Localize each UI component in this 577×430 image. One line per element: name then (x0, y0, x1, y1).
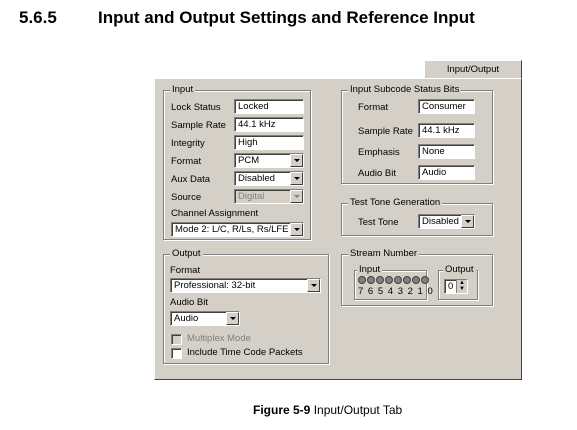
emphasis-field: None (418, 144, 475, 159)
lock-status-field: Locked (234, 99, 304, 114)
chevron-down-icon[interactable] (307, 279, 320, 292)
multiplex-mode-checkbox (171, 334, 182, 345)
channel-assignment-label: Channel Assignment (171, 208, 259, 219)
output-group-legend: Output (170, 248, 203, 259)
input-format-value: PCM (238, 155, 260, 166)
channel-assignment-value: Mode 2: L/C, R/Ls, Rs/LFE (175, 224, 289, 235)
stream-output-legend: Output (443, 264, 476, 275)
stream-output-group: Output 0 ▲▼ (438, 264, 478, 300)
output-format-value: Professional: 32-bit (174, 280, 256, 291)
stream-output-spinner[interactable]: 0 ▲▼ (444, 279, 468, 294)
stream-number-group: Stream Number Input 7 6 5 4 3 2 1 0 Outp… (341, 248, 493, 306)
output-group: Output Format Professional: 32-bit Audio… (163, 248, 329, 364)
output-format-select[interactable]: Professional: 32-bit (170, 278, 321, 293)
input-format-label: Format (171, 156, 202, 167)
aux-data-value: Disabled (238, 173, 275, 184)
tab-input-output[interactable]: Input/Output (424, 60, 522, 80)
time-code-checkbox[interactable] (171, 348, 182, 359)
led-indicator (385, 276, 393, 284)
section-number: 5.6.5 (19, 8, 57, 27)
subcode-group-legend: Input Subcode Status Bits (348, 84, 462, 95)
sample-rate-field: 44.1 kHz (234, 117, 304, 132)
source-label: Source (171, 192, 202, 203)
subcode-format-label: Format (358, 102, 389, 113)
input-format-select[interactable]: PCM (234, 153, 304, 168)
stream-number-legend: Stream Number (348, 248, 420, 259)
emphasis-label: Emphasis (358, 147, 400, 158)
led-indicator (403, 276, 411, 284)
figure-text: Input/Output Tab (310, 403, 403, 417)
chevron-down-icon[interactable] (290, 223, 303, 236)
integrity-field: High (234, 135, 304, 150)
aux-data-label: Aux Data (171, 174, 211, 185)
aux-data-select[interactable]: Disabled (234, 171, 304, 186)
stream-output-value: 0 (448, 281, 454, 292)
output-format-label: Format (170, 265, 201, 276)
subcode-format-field: Consumer (418, 99, 475, 114)
stream-input-leds (358, 276, 429, 284)
section-title: Input and Output Settings and Reference … (98, 8, 475, 27)
led-indicator (394, 276, 402, 284)
led-indicator (421, 276, 429, 284)
output-audio-bit-select[interactable]: Audio (170, 311, 240, 326)
chevron-down-icon[interactable] (290, 172, 303, 185)
subcode-sample-rate-field: 44.1 kHz (418, 123, 475, 138)
test-tone-group-legend: Test Tone Generation (348, 197, 443, 208)
led-indicator (412, 276, 420, 284)
chevron-down-icon[interactable] (290, 154, 303, 167)
dialog-panel: Input Lock Status Locked Sample Rate 44.… (154, 78, 522, 380)
multiplex-mode-label: Multiplex Mode (187, 333, 251, 344)
subcode-sample-rate-label: Sample Rate (358, 126, 413, 137)
sample-rate-label: Sample Rate (171, 120, 226, 131)
subcode-audio-bit-field: Audio (418, 165, 475, 180)
output-audio-bit-label: Audio Bit (170, 297, 209, 308)
led-indicator (367, 276, 375, 284)
stream-input-bits: 7 6 5 4 3 2 1 0 (358, 286, 434, 297)
output-audio-bit-value: Audio (174, 313, 199, 324)
spinner-arrows-icon[interactable]: ▲▼ (456, 280, 467, 293)
stream-input-group: Input 7 6 5 4 3 2 1 0 (354, 264, 433, 300)
led-indicator (376, 276, 384, 284)
test-tone-select[interactable]: Disabled (418, 214, 475, 229)
lock-status-label: Lock Status (171, 102, 221, 113)
test-tone-label: Test Tone (358, 217, 399, 228)
chevron-down-icon[interactable] (226, 312, 239, 325)
figure-caption: Figure 5-9 Input/Output Tab (253, 403, 402, 417)
integrity-label: Integrity (171, 138, 205, 149)
chevron-down-icon[interactable] (461, 215, 474, 228)
test-tone-value: Disabled (422, 216, 459, 227)
figure-label: Figure 5-9 (253, 403, 311, 417)
source-select: Digital (234, 189, 304, 204)
input-group-legend: Input (170, 84, 196, 95)
test-tone-group: Test Tone Generation Test Tone Disabled (341, 197, 493, 236)
subcode-group: Input Subcode Status Bits Format Consume… (341, 84, 493, 184)
chevron-down-icon (290, 190, 303, 203)
subcode-audio-bit-label: Audio Bit (358, 168, 397, 179)
channel-assignment-select[interactable]: Mode 2: L/C, R/Ls, Rs/LFE (171, 222, 304, 237)
time-code-label[interactable]: Include Time Code Packets (187, 347, 303, 358)
stream-input-legend: Input (357, 264, 383, 275)
input-group: Input Lock Status Locked Sample Rate 44.… (163, 84, 311, 240)
source-value: Digital (238, 191, 265, 202)
led-indicator (358, 276, 366, 284)
